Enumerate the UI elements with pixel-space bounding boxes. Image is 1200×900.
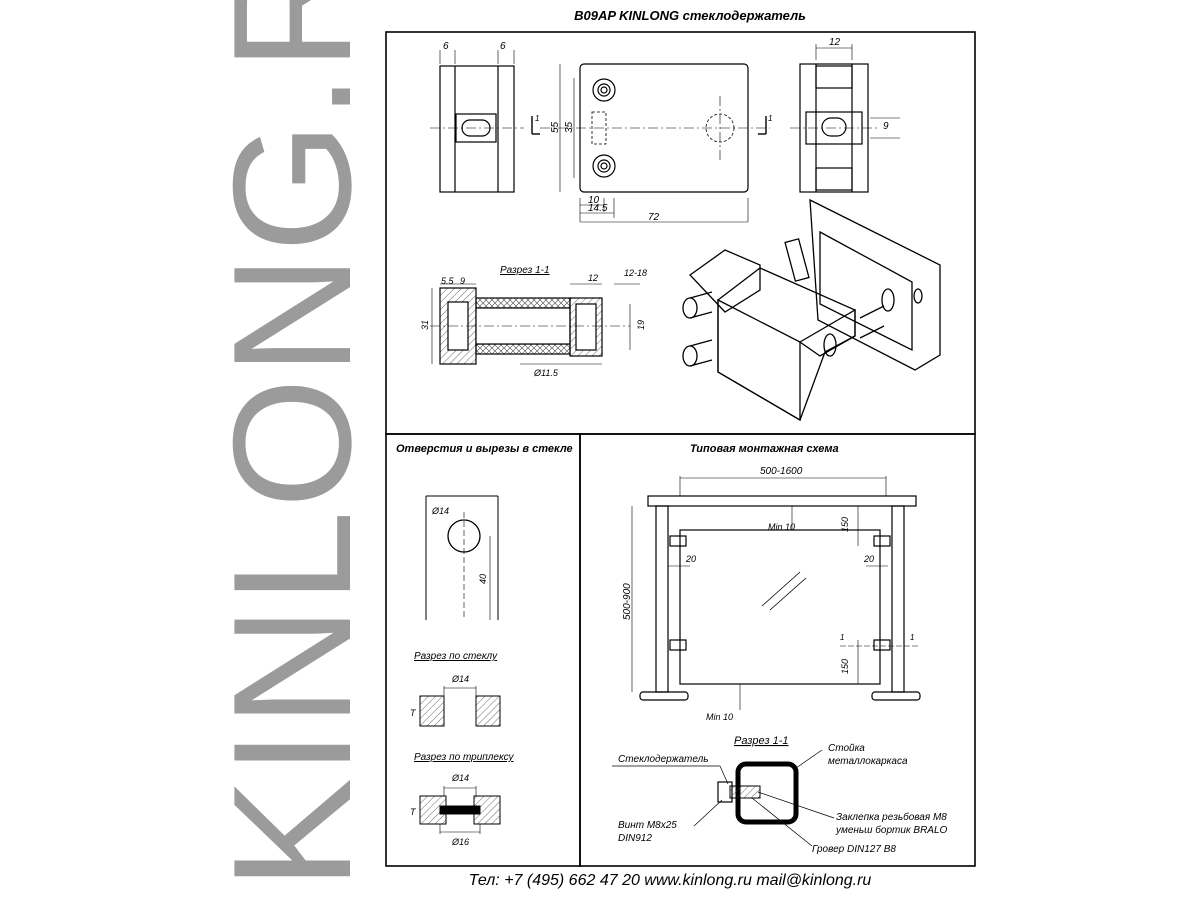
page-title: B09AP KINLONG стеклодержатель bbox=[574, 8, 806, 23]
mount-mark-right: 1 bbox=[910, 633, 914, 642]
section-dim-3: 12 bbox=[588, 273, 598, 283]
section-title: Разрез 1-1 bbox=[500, 265, 550, 276]
dim-front-h1: 55 bbox=[550, 121, 561, 133]
hole-dia-label: Ø14 bbox=[431, 506, 449, 516]
label-screw-line2: DIN912 bbox=[618, 833, 652, 844]
triplex-cut-title: Разрез по триплексу bbox=[414, 752, 514, 763]
mount-height: 500-900 bbox=[622, 583, 633, 620]
section-mark-left: 1 bbox=[535, 114, 539, 123]
mount-section-title: Разрез 1-1 bbox=[734, 735, 789, 747]
triplex-cut-dia-bottom: Ø16 bbox=[451, 837, 469, 847]
dim-right-top: 12 bbox=[829, 37, 841, 48]
glass-hole-drawing bbox=[425, 495, 499, 620]
section-dim-1: 5.5 bbox=[441, 276, 455, 286]
label-washer: Гровер DIN127 B8 bbox=[812, 844, 896, 855]
section-dim-h2: 19 bbox=[636, 320, 646, 330]
mount-min-top: Min 10 bbox=[768, 522, 795, 532]
front-view bbox=[531, 63, 770, 223]
triplex-cut-dia-top: Ø14 bbox=[451, 773, 469, 783]
glass-cut-drawing bbox=[419, 686, 501, 727]
glass-cut-title: Разрез по стеклу bbox=[414, 651, 498, 662]
mount-dim-150-bottom: 150 bbox=[840, 659, 850, 674]
section-dim-4: 12-18 bbox=[624, 268, 647, 278]
mount-width: 500-1600 bbox=[760, 466, 803, 477]
label-post-line1: Стойка bbox=[828, 743, 865, 754]
side-view bbox=[430, 50, 524, 193]
dim-right-side: 9 bbox=[883, 121, 889, 132]
dim-front-w3: 72 bbox=[648, 212, 660, 223]
glass-cut-dia: Ø14 bbox=[451, 674, 469, 684]
hole-dist-label: 40 bbox=[478, 574, 488, 584]
dim-front-w1: 10 bbox=[588, 195, 600, 206]
drawing-frames bbox=[385, 31, 976, 867]
section-view bbox=[430, 283, 640, 365]
dim-side-right: 6 bbox=[500, 41, 506, 52]
dim-front-w2: 14.5 bbox=[588, 203, 608, 214]
mount-dim-150-top: 150 bbox=[840, 517, 850, 532]
mount-section-drawing bbox=[612, 749, 835, 847]
isometric-view bbox=[682, 198, 941, 422]
section-dim-h: 31 bbox=[420, 320, 430, 330]
mount-dim-20-left: 20 bbox=[685, 554, 696, 564]
section-dim-2: 9 bbox=[460, 276, 465, 286]
label-rivet-line1: Заклепка резьбовая M8 bbox=[836, 811, 947, 823]
mount-panel-title: Типовая монтажная схема bbox=[690, 443, 839, 455]
mount-dim-20-right: 20 bbox=[863, 554, 874, 564]
holes-panel-title: Отверстия и вырезы в стекле bbox=[396, 443, 573, 455]
label-rivet-line2: уменьш бортик BRALO bbox=[835, 824, 948, 836]
contact-footer: Тел: +7 (495) 662 47 20 www.kinlong.ru m… bbox=[468, 872, 872, 889]
dim-side-left: 6 bbox=[443, 41, 449, 52]
label-screw-line1: Винт M8x25 bbox=[618, 820, 677, 831]
mount-min-bottom: Min 10 bbox=[706, 712, 733, 722]
section-mark-right: 1 bbox=[768, 114, 772, 123]
dim-front-h2: 35 bbox=[564, 121, 575, 133]
glass-cut-t: T bbox=[410, 708, 417, 718]
label-holder: Стеклодержатель bbox=[618, 754, 708, 765]
right-view bbox=[790, 44, 900, 193]
triplex-cut-drawing bbox=[419, 786, 501, 834]
section-dim-dia: Ø11.5 bbox=[533, 368, 559, 378]
triplex-cut-t: T bbox=[410, 807, 417, 817]
label-post-line2: металлокаркаса bbox=[828, 756, 908, 767]
mount-mark-left: 1 bbox=[840, 633, 844, 642]
mount-drawing bbox=[631, 476, 921, 710]
